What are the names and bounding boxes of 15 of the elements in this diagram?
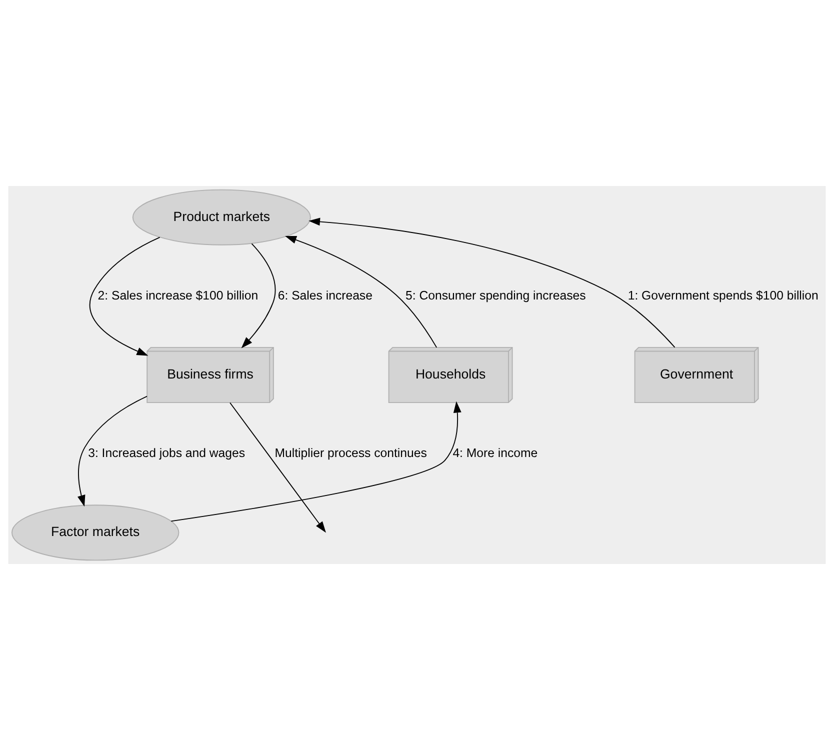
arrow (170, 401, 462, 522)
arrow (308, 218, 676, 348)
node-ellipse: Factor markets (11, 504, 180, 561)
edge-label: 2: Sales increase $100 billion (98, 288, 258, 302)
edge-label: 4: More income (452, 446, 538, 460)
arrow (285, 236, 438, 348)
edge-label: 5: Consumer spending increases (406, 288, 586, 302)
arrow (230, 402, 326, 533)
edge-label: 6: Sales increase (278, 288, 372, 302)
edge-label: 1: Government spends $100 billion (628, 288, 818, 302)
edge-label: Multiplier process continues (274, 446, 427, 460)
arrow (241, 243, 276, 348)
arrow (78, 396, 148, 507)
arrow (89, 236, 160, 356)
edge-label: 3: Increased jobs and wages (88, 446, 246, 460)
